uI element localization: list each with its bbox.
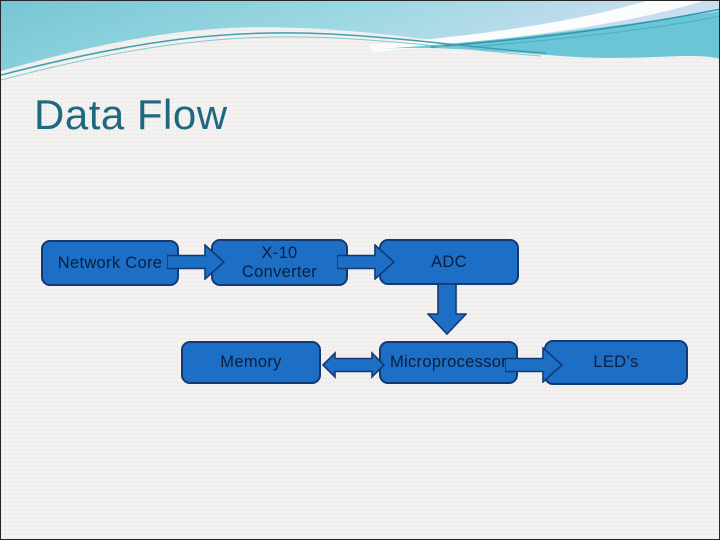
node-leds-label: LED’s: [593, 353, 639, 372]
node-adc-label: ADC: [431, 252, 467, 271]
wave-line-light: [1, 36, 542, 81]
node-memory-label: Memory: [220, 353, 282, 372]
node-x10-converter-label: X-10 Converter: [241, 243, 318, 281]
arrow-right-icon: [167, 244, 225, 280]
node-memory: Memory: [181, 341, 321, 384]
arrow-right-icon: [505, 347, 563, 383]
wave-stripe-light: [470, 15, 719, 48]
wave-swoosh-shape: [369, 1, 703, 52]
node-x10-converter: X-10 Converter: [211, 239, 348, 286]
arrow-down-icon: [427, 284, 467, 335]
node-network-core-label: Network Core: [57, 253, 163, 272]
arrow-left-right-icon: [322, 351, 385, 379]
node-adc: ADC: [379, 239, 519, 285]
node-microprocessor: Microprocessor: [379, 341, 518, 384]
slide-title: Data Flow: [34, 91, 228, 138]
node-microprocessor-label: Microprocessor: [390, 353, 507, 372]
wave-line-dark: [1, 32, 547, 76]
node-leds: LED’s: [544, 340, 688, 385]
header-wave-graphic: [1, 1, 719, 81]
node-network-core: Network Core: [41, 240, 179, 286]
arrow-right-icon: [337, 244, 395, 280]
wave-stripe-dark: [430, 8, 719, 48]
